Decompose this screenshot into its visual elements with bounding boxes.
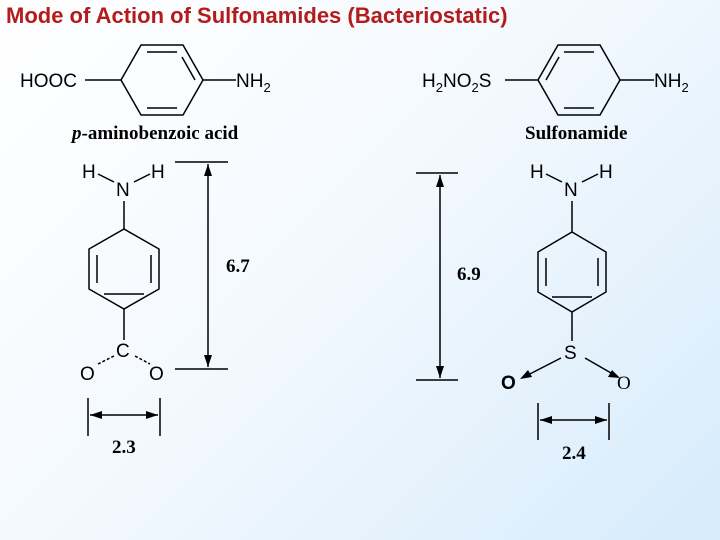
sulfa-bond-nh-left	[545, 173, 563, 183]
slide-title: Mode of Action of Sulfonamides (Bacterio…	[6, 3, 508, 28]
paba-bond-co-left	[97, 355, 115, 365]
paba-length-arrow-bottom	[204, 355, 212, 367]
sulfa-name: Sulfonamide	[525, 123, 627, 144]
sulfa-h-left: H	[530, 162, 544, 183]
paba-bond-nh-right	[133, 173, 151, 183]
paba-length-dimension: 6.7	[175, 161, 250, 370]
sulfa-s-label: S	[564, 343, 577, 364]
sulfa-o-right: O	[617, 373, 631, 394]
sulfa-nh2-label: NH2	[654, 71, 689, 95]
sulfa-n-label: N	[564, 180, 578, 201]
paba-h-right: H	[151, 162, 165, 183]
paba-bond-nh-left	[97, 173, 115, 183]
paba-nh2-label: NH2	[236, 71, 271, 95]
sulfa-length-arrow-top	[436, 175, 444, 187]
sulfa-ring	[537, 231, 607, 313]
paba-c-label: C	[116, 341, 130, 362]
sulfa-width-arrow-right	[595, 416, 607, 424]
sulfa-width-dimension: 2.4	[537, 403, 610, 464]
paba-width-value: 2.3	[112, 437, 136, 458]
sulfa-so-right-arrow	[608, 370, 620, 378]
paba-formula: HOOC NH2 p-aminobenzoic acid	[20, 44, 271, 144]
paba-h-left: H	[82, 162, 96, 183]
sulfa-length-dimension: 6.9	[416, 172, 481, 381]
sulfa-bond-nh-right	[581, 173, 599, 183]
paba-bond-co-right	[134, 355, 151, 365]
paba-length-arrow-top	[204, 164, 212, 176]
sulfa-h2no2s-label: H2NO2S	[422, 71, 491, 95]
paba-hooc-label: HOOC	[20, 71, 77, 92]
sulfa-length-arrow-bottom	[436, 366, 444, 378]
paba-name: p-aminobenzoic acid	[70, 123, 239, 144]
sulfa-top-ring-double-3	[545, 56, 560, 81]
paba-o-right: O	[149, 364, 164, 385]
sulfa-formula: H2NO2S NH2 Sulfonamide	[422, 44, 689, 144]
paba-o-left: O	[80, 364, 95, 385]
sulfa-o-left: O	[501, 373, 516, 394]
paba-ring	[88, 228, 160, 310]
paba-width-arrow-right	[146, 411, 158, 419]
sulfa-width-value: 2.4	[562, 443, 586, 464]
paba-top-ring	[120, 44, 204, 116]
sulfa-h-right: H	[599, 162, 613, 183]
paba-structure: H H N C O O	[80, 162, 165, 385]
sulfa-width-arrow-left	[540, 416, 552, 424]
paba-top-ring-double-3	[181, 56, 196, 81]
sulfa-length-value: 6.9	[457, 264, 481, 285]
sulfa-structure: H H N S O O	[501, 162, 631, 394]
paba-n-label: N	[116, 180, 130, 201]
paba-width-dimension: 2.3	[87, 398, 161, 458]
sulfa-so-left-arrow	[520, 370, 532, 379]
sulfa-top-ring	[537, 44, 621, 116]
paba-width-arrow-left	[90, 411, 102, 419]
paba-length-value: 6.7	[226, 256, 250, 277]
